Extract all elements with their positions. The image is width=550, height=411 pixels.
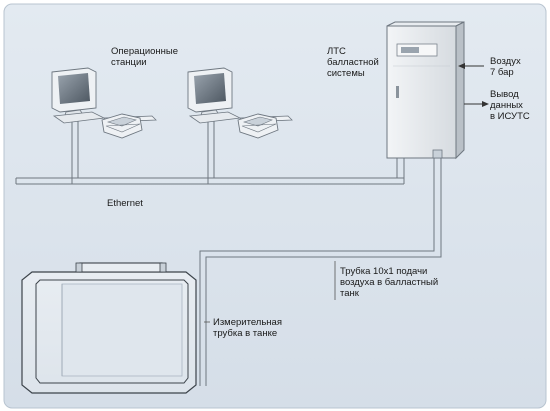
ballast-tank bbox=[21, 262, 197, 394]
ethernet-bus bbox=[15, 118, 405, 185]
label-leaders bbox=[204, 261, 336, 323]
ethernet-label: Ethernet bbox=[107, 198, 143, 209]
cabinet-arrows bbox=[458, 63, 489, 107]
lts-cabinet bbox=[386, 21, 465, 160]
air-tube-line bbox=[199, 158, 442, 386]
workstation-1 bbox=[51, 67, 157, 139]
workstation-2 bbox=[187, 67, 293, 139]
